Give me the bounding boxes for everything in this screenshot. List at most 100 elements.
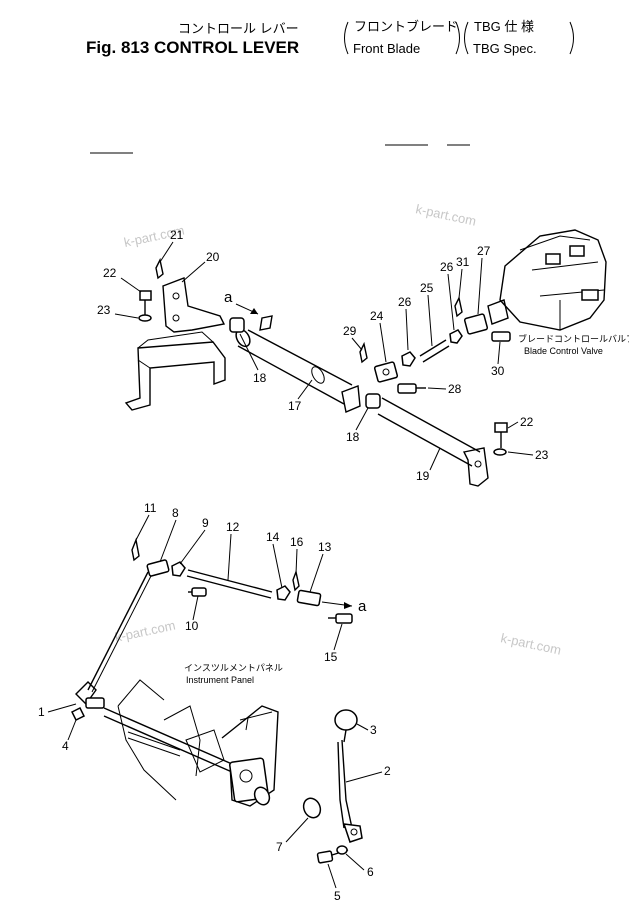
callout-10: 10 [185,619,199,633]
leader-14 [272,543,283,589]
mount-boss [253,786,271,806]
callout-4: 4 [62,739,69,753]
callout-25: 25 [420,281,434,295]
left-support-bracket [124,341,226,411]
bolt-head [494,422,508,433]
cotter-pin [454,295,463,318]
shaft-highlight [127,731,181,757]
callout-22b: 22 [520,415,534,429]
title-jp: コントロール レバー [178,21,299,36]
leader-4 [67,719,77,741]
leader-19 [429,447,441,471]
pin [491,331,511,342]
lever-lower-end [342,823,363,843]
bushing [229,317,245,333]
leader-7 [285,817,309,843]
callout-21: 21 [170,228,184,242]
leader-31 [458,268,463,299]
paren-close-2 [569,21,574,55]
link-rod-edge [91,573,153,693]
watermark: k-part.com [414,201,477,228]
valve-port [545,253,561,265]
washer [493,448,507,456]
callout-28: 28 [448,382,462,396]
callout-3: 3 [370,723,377,737]
leader-15 [333,623,343,651]
lever-hub [85,697,105,709]
callout-20: 20 [206,250,220,264]
control-lever [337,739,353,829]
leader-12 [227,533,232,581]
bolt-head [316,850,334,864]
subtitle-jp-2: TBG 仕 様 [474,19,534,34]
pin [191,587,207,597]
clevis [296,589,322,607]
leader-26a [405,308,409,351]
cotter-pin [292,569,300,592]
shaft-collar [311,366,325,384]
leader-23a [114,313,139,319]
leader-20 [181,261,206,283]
callout-11: 11 [144,501,157,515]
valve-detail [519,235,605,330]
leader-23b [507,451,534,456]
shaft-yoke [341,385,361,413]
callout-22a: 22 [103,266,117,280]
leader-1 [47,703,77,713]
bolt-head [139,290,152,301]
instrument-panel-label-jp: インスツルメントパネル [184,663,283,673]
callout-31: 31 [456,255,470,269]
callouts: 21 20 22 23 18 17 18 19 22 23 29 24 26 2… [38,228,549,903]
main-shaft [103,707,233,773]
left-support-bracket-edge [137,331,214,369]
blade-control-valve [499,229,607,331]
paren-close-1 [455,21,460,55]
leader-21 [159,241,174,263]
callout-12: 12 [226,520,240,534]
paren-open-1 [344,21,349,55]
threaded-rod [419,339,450,363]
valve-port [569,245,585,257]
clevis [373,361,399,383]
valve-spool-end [487,299,509,325]
nut [449,329,463,344]
link-clip [259,315,273,331]
subtitle-en-1: Front Blade [353,41,420,56]
leader-26b [447,273,455,331]
bolt [70,706,86,722]
washer [138,314,152,322]
callout-18b: 18 [346,430,360,444]
lever-arm [75,681,97,706]
panel-bracket-edge [239,711,273,731]
reference-a: a [358,598,367,615]
mount-boss [239,769,253,783]
subtitle-en-2: TBG Spec. [473,41,537,56]
callout-23b: 23 [535,448,549,462]
shaft-body [377,397,481,467]
blade-valve-label-en: Blade Control Valve [524,346,603,356]
callout-27: 27 [477,244,491,258]
arrow-head [344,602,352,609]
leader-8 [159,519,177,563]
valve-port [581,289,599,301]
instrument-panel-label-en: Instrument Panel [186,675,254,685]
shaft-end-bracket [462,447,489,487]
clevis [463,313,489,335]
reference-a: a [224,289,233,306]
lower-assembly: a インスツルメントパネル Instrument Panel [70,537,367,864]
bracket-hole [474,460,482,468]
leader-5 [327,863,337,889]
leader-18a [239,333,259,371]
clevis [146,559,170,577]
leader-13 [309,553,324,593]
leader-16 [295,548,298,575]
bracket-hole [172,292,180,300]
knob [334,709,358,731]
panel-bracket [221,705,279,807]
instrument-panel-outline [163,705,201,777]
washer [336,845,348,855]
nut [276,585,291,601]
pin [335,613,353,624]
